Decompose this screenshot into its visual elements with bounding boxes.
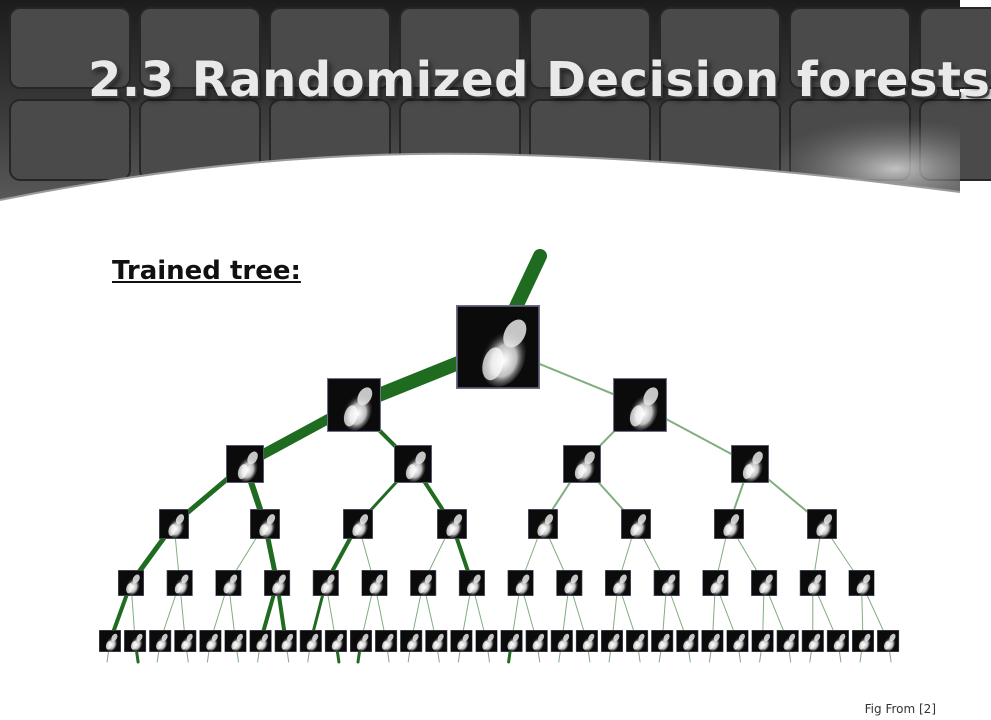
- tree-node: [425, 630, 448, 652]
- header-banner: 2.3 Randomized Decision forests: [0, 0, 991, 205]
- tree-node: [118, 570, 144, 596]
- tree-node: [350, 630, 372, 652]
- tree-node: [799, 570, 826, 596]
- tree-node: [458, 570, 485, 596]
- header-background: [0, 0, 991, 205]
- tree-nodes: [99, 305, 900, 652]
- tree-node: [731, 445, 769, 483]
- tree-node: [550, 630, 573, 652]
- tree-node: [751, 570, 778, 596]
- tree-node: [626, 630, 649, 652]
- trained-tree-label: Trained tree:: [112, 256, 301, 286]
- tree-node: [653, 570, 680, 596]
- tree-node: [714, 509, 744, 539]
- tree-node: [343, 509, 373, 539]
- tree-node: [500, 630, 523, 652]
- tree-node: [99, 630, 121, 652]
- tree-node: [726, 630, 749, 652]
- tree-node: [877, 630, 900, 652]
- tree-node: [264, 570, 291, 596]
- slide-title: 2.3 Randomized Decision forests: [88, 52, 991, 108]
- tree-node: [224, 630, 247, 652]
- tree-node: [394, 445, 432, 483]
- tree-node: [250, 509, 280, 539]
- tree-node: [324, 630, 347, 652]
- tree-node: [226, 445, 264, 483]
- tree-node: [651, 630, 674, 652]
- tree-node: [848, 570, 875, 596]
- tree-node: [361, 570, 388, 596]
- decision-tree-diagram: [99, 249, 900, 664]
- tree-node: [613, 378, 667, 432]
- tree-node: [601, 630, 623, 652]
- tree-node: [199, 630, 222, 652]
- tree-node: [149, 630, 172, 652]
- tree-node: [410, 570, 437, 596]
- tree-node: [299, 630, 322, 652]
- tree-node: [528, 509, 558, 539]
- tree-node: [215, 570, 242, 596]
- tree-node: [166, 570, 193, 596]
- tree-node: [556, 570, 583, 596]
- tree-node: [375, 630, 398, 652]
- tree-node: [701, 630, 724, 652]
- tree-node: [174, 630, 197, 652]
- tree-root-node: [456, 305, 540, 389]
- figure-source-note: Fig From [2]: [864, 702, 936, 716]
- tree-node: [826, 630, 849, 652]
- tree-node: [437, 509, 467, 539]
- tree-node: [621, 509, 651, 539]
- tree-node: [475, 630, 498, 652]
- tree-node: [575, 630, 598, 652]
- tree-node: [400, 630, 423, 652]
- tree-node: [124, 630, 147, 652]
- tree-node: [159, 509, 189, 539]
- tree-node: [525, 630, 548, 652]
- tree-node: [807, 509, 837, 539]
- tree-node: [776, 630, 799, 652]
- tree-node: [605, 570, 631, 596]
- tree-node: [801, 630, 824, 652]
- tree-node: [702, 570, 729, 596]
- tree-node: [507, 570, 534, 596]
- tree-node: [751, 630, 774, 652]
- tree-node: [852, 630, 874, 652]
- tree-node: [676, 630, 699, 652]
- tree-node: [312, 570, 339, 596]
- tree-node: [450, 630, 473, 652]
- tree-node: [249, 630, 272, 652]
- tree-node: [274, 630, 297, 652]
- tree-node: [563, 445, 601, 483]
- tree-node: [327, 378, 381, 432]
